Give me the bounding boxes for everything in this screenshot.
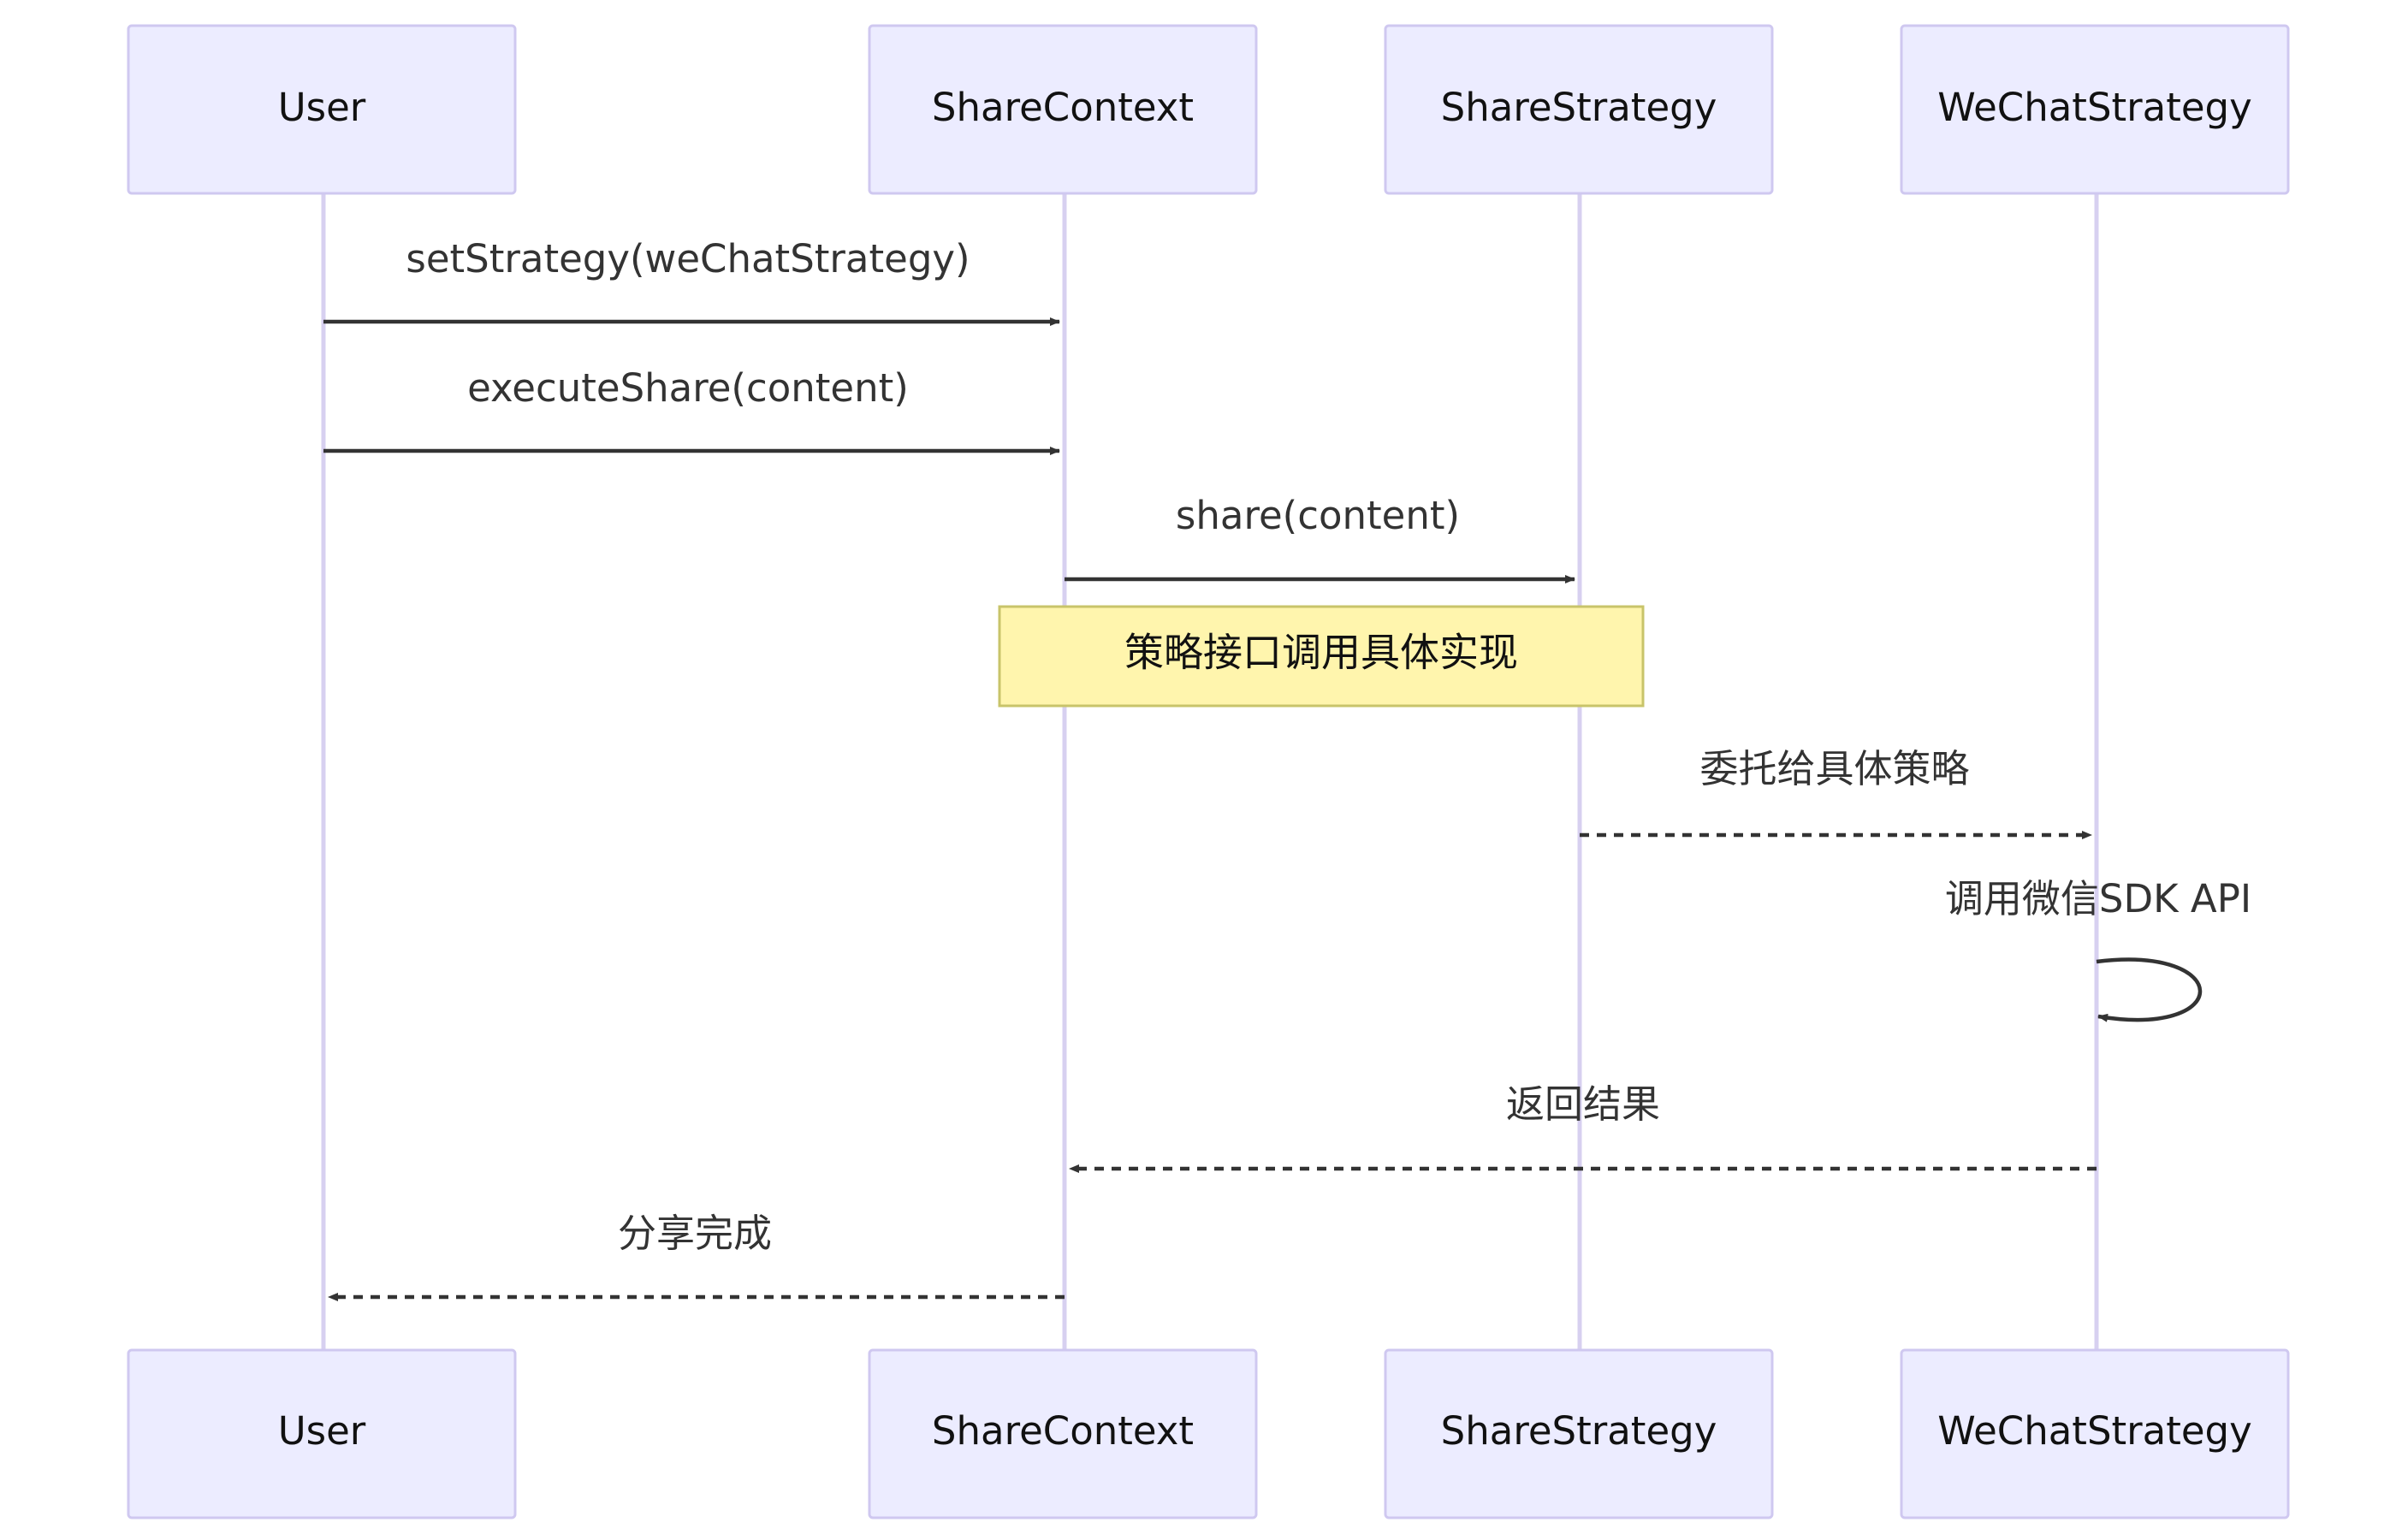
actor-label: ShareContext <box>932 1408 1194 1454</box>
message-execute-share: executeShare(content) <box>323 365 1060 455</box>
actor-label: User <box>278 1408 366 1454</box>
message-label: 调用微信SDK API <box>1945 876 2251 921</box>
message-label: 返回结果 <box>1506 1081 1660 1127</box>
actor-label: User <box>278 85 366 130</box>
actor-label: WeChatStrategy <box>1937 1408 2252 1454</box>
message-label: 委托给具体策略 <box>1699 746 1969 791</box>
message-share-done: 分享完成 <box>328 1211 1065 1301</box>
self-loop-arrow <box>2096 957 2203 1022</box>
message-label: setStrategy(weChatStrategy) <box>406 236 970 281</box>
note-text: 策略接口调用具体实现 <box>1124 630 1518 676</box>
message-self-call-sdk: 调用微信SDK API <box>1945 876 2251 1022</box>
message-label: share(content) <box>1176 493 1460 538</box>
actor-share-strategy-bottom: ShareStrategy <box>1384 1348 1774 1519</box>
message-label: executeShare(content) <box>467 365 909 411</box>
message-delegate: 委托给具体策略 <box>1580 746 2092 839</box>
actor-wechat-strategy-bottom: WeChatStrategy <box>1900 1348 2290 1519</box>
actor-label: WeChatStrategy <box>1937 85 2252 130</box>
actor-share-context-bottom: ShareContext <box>868 1348 1258 1519</box>
message-share: share(content) <box>1065 493 1575 583</box>
actor-wechat-strategy-top: WeChatStrategy <box>1900 24 2290 195</box>
message-label: 分享完成 <box>618 1211 772 1256</box>
message-set-strategy: setStrategy(weChatStrategy) <box>323 236 1060 326</box>
actor-label: ShareContext <box>932 85 1194 130</box>
actor-share-context-top: ShareContext <box>868 24 1258 195</box>
actor-label: ShareStrategy <box>1441 1408 1717 1454</box>
actor-share-strategy-top: ShareStrategy <box>1384 24 1774 195</box>
actor-user-top: User <box>127 24 517 195</box>
message-return-result: 返回结果 <box>1069 1081 2097 1173</box>
actor-label: ShareStrategy <box>1441 85 1717 130</box>
note: 策略接口调用具体实现 <box>998 605 1645 708</box>
actor-user-bottom: User <box>127 1348 517 1519</box>
